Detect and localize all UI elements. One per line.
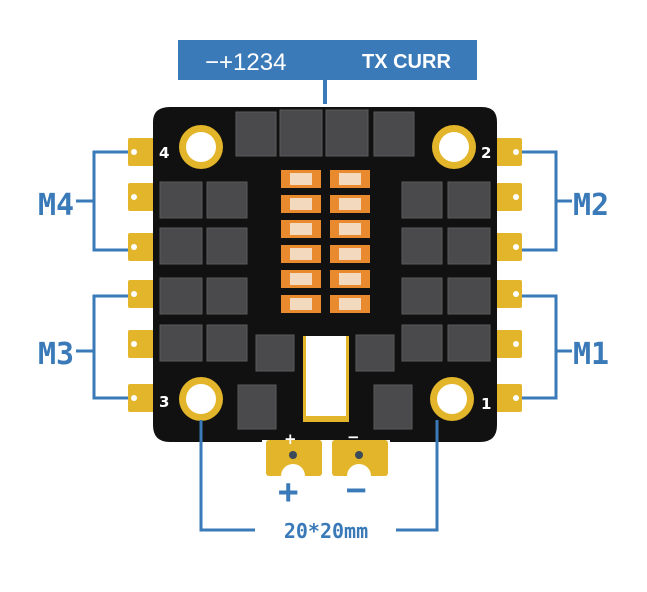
header-signals-label: TX CURR bbox=[362, 51, 451, 73]
power-label-minus: − bbox=[346, 470, 366, 510]
motor-label-m2: M2 bbox=[573, 188, 609, 223]
header-pins-label: −+1234 bbox=[205, 49, 286, 76]
hole-number-1: 1 bbox=[481, 395, 491, 413]
silk-plus: + bbox=[284, 430, 297, 448]
power-label-plus: + bbox=[278, 472, 298, 512]
motor-label-m1: M1 bbox=[573, 337, 609, 372]
mounting-holes bbox=[179, 125, 476, 421]
motor-label-m4: M4 bbox=[38, 188, 74, 223]
mosfet-chips bbox=[159, 109, 491, 430]
motor-pads bbox=[128, 138, 522, 412]
silk-minus: − bbox=[347, 428, 360, 446]
motor-label-m3: M3 bbox=[38, 337, 74, 372]
header-pointer-line bbox=[323, 80, 327, 104]
board-dimension-label: 20*20mm bbox=[284, 519, 368, 543]
motor-brackets bbox=[76, 150, 572, 532]
hole-number-2: 2 bbox=[481, 144, 491, 162]
header-label-box bbox=[178, 40, 477, 80]
hole-number-3: 3 bbox=[159, 393, 169, 411]
capacitor-array bbox=[281, 170, 370, 313]
hole-number-4: 4 bbox=[159, 144, 169, 162]
